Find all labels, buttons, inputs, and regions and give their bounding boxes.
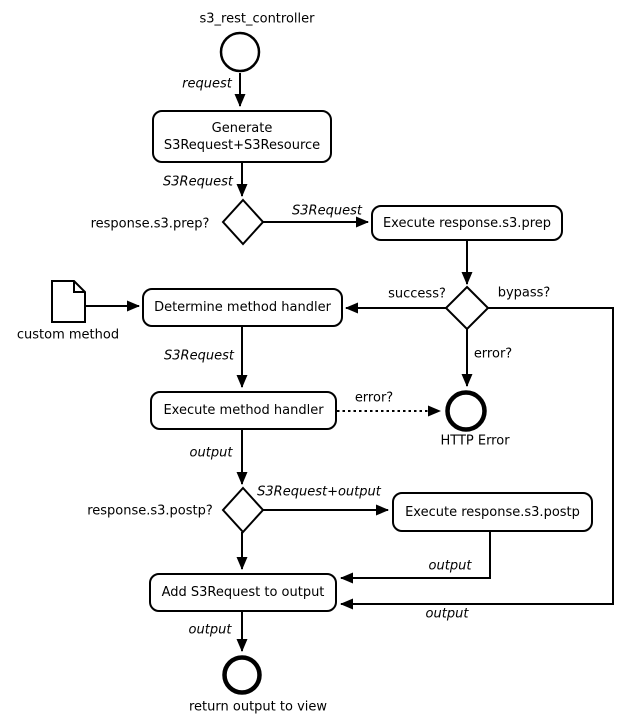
prep-decision-diamond xyxy=(221,198,265,246)
edge-label-postp-condition: response.s3.postp? xyxy=(87,503,213,519)
edge-label-error-1: error? xyxy=(473,346,513,362)
edge-label-s3request-plus-output: S3Request+output xyxy=(257,484,381,500)
end-node-circle xyxy=(222,655,262,695)
edge-result-bypass-to-add-output xyxy=(340,307,614,610)
node-execute-method-handler: Execute method handler xyxy=(150,391,337,430)
edge-label-output-4: output xyxy=(188,622,232,638)
start-node-circle xyxy=(219,31,261,73)
edge-label-error-2: error? xyxy=(354,390,394,406)
edge-label-s3request-3: S3Request xyxy=(164,348,234,364)
edge-label-s3request-2: S3Request xyxy=(292,203,362,219)
edge-label-output-3: output xyxy=(425,606,469,622)
node-generate-s3request: Generate S3Request+S3Resource xyxy=(152,110,332,163)
http-error-label: HTTP Error xyxy=(440,433,510,449)
node-execute-response-prep: Execute response.s3.prep xyxy=(371,205,563,241)
node-generate-line2: S3Request+S3Resource xyxy=(163,137,321,153)
node-generate-line1: Generate xyxy=(211,120,273,136)
end-node-label: return output to view xyxy=(188,699,328,715)
edge-label-s3request-1: S3Request xyxy=(163,174,233,190)
custom-method-label: custom method xyxy=(16,327,120,343)
edge-execute-postp-to-add-output xyxy=(340,532,491,584)
node-add-s3request-to-output: Add S3Request to output xyxy=(149,573,337,612)
custom-method-note-icon xyxy=(51,280,86,323)
edge-label-request: request xyxy=(182,76,232,92)
http-error-end-node-circle xyxy=(445,390,487,432)
node-execute-response-postp: Execute response.s3.postp xyxy=(392,492,593,532)
edge-label-success: success? xyxy=(388,286,446,302)
edge-label-output-2: output xyxy=(428,558,472,574)
edge-label-output-1: output xyxy=(189,445,233,461)
diagram-title: s3_rest_controller xyxy=(199,11,315,27)
node-determine-method-handler: Determine method handler xyxy=(142,288,343,327)
edge-label-prep-condition: response.s3.prep? xyxy=(90,216,210,232)
result-decision-diamond xyxy=(444,285,490,331)
postp-decision-diamond xyxy=(221,486,265,534)
edge-label-bypass: bypass? xyxy=(497,285,551,301)
